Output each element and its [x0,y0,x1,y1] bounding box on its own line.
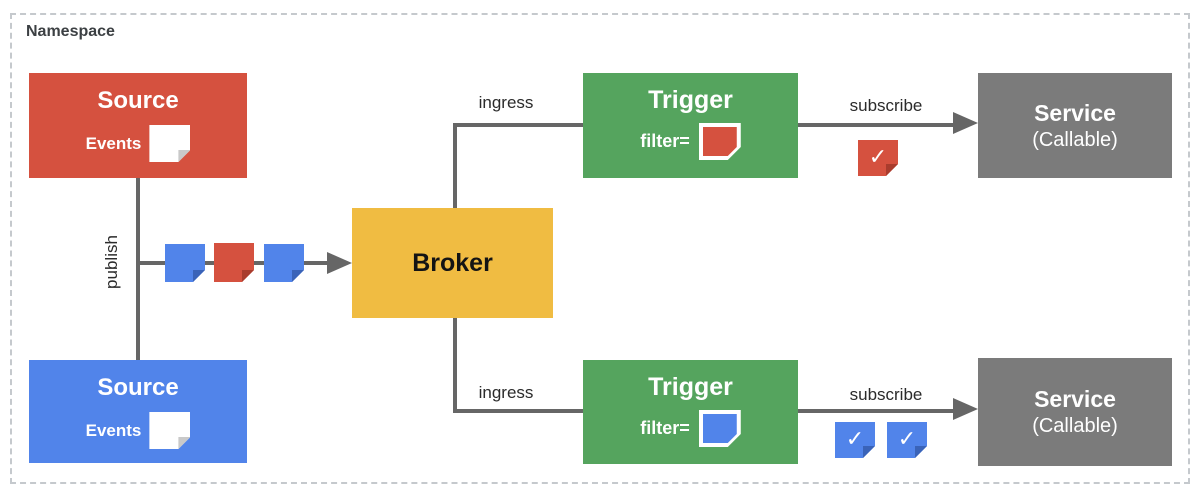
source-vertical-line [136,178,140,360]
namespace-label: Namespace [26,23,115,40]
event-note-blue-icon [165,244,205,282]
publish-label: publish [102,235,121,289]
trigger-node-top: Trigger filter= [583,73,798,178]
ingress-top-label: ingress [478,93,534,112]
service-subtitle: (Callable) [1032,128,1118,151]
service-node-bottom: Service (Callable) [978,358,1172,466]
events-label: Events [85,133,142,153]
service-title: Service [1034,99,1116,126]
trigger-title: Trigger [648,86,733,114]
delivered-note-blue-check-icon: ✓ [835,422,875,458]
ingress-bottom-line [453,409,583,413]
service-subtitle: (Callable) [1032,415,1118,437]
delivered-note-red-check-icon: ✓ [858,140,898,176]
source-node-blue: Source Events [29,360,247,463]
event-note-blue2-icon [264,244,304,282]
service-title: Service [1034,386,1116,412]
namespace-boundary [10,13,1190,484]
delivered-note-blue2-check-icon: ✓ [887,422,927,458]
broker-top-vertical-line [453,123,457,208]
subscribe-bottom-label: subscribe [849,385,923,404]
white-note-icon [149,412,191,449]
subscribe-top-line [798,123,953,127]
broker-title: Broker [412,248,493,277]
broker-bottom-vertical-line [453,318,457,413]
ingress-top-line [453,123,583,127]
service-node-top: Service (Callable) [978,73,1172,178]
white-note-icon [149,125,191,162]
broker-node: Broker [352,208,553,318]
trigger-title: Trigger [648,373,733,401]
filter-note-red-icon [699,123,741,160]
source-node-red: Source Events [29,73,247,178]
events-label: Events [85,420,142,440]
trigger-node-bottom: Trigger filter= [583,360,798,464]
ingress-bottom-label: ingress [478,383,534,402]
subscribe-top-arrowhead-icon [953,112,978,134]
subscribe-bottom-arrowhead-icon [953,398,978,420]
filter-label: filter= [640,131,690,151]
filter-note-blue-icon [699,410,741,447]
subscribe-top-label: subscribe [849,96,923,115]
publish-arrowhead-icon [327,252,352,274]
event-note-red-icon [214,243,254,282]
source-title: Source [97,374,179,401]
filter-label: filter= [640,418,690,438]
source-title: Source [97,87,179,114]
subscribe-bottom-line [798,409,953,413]
